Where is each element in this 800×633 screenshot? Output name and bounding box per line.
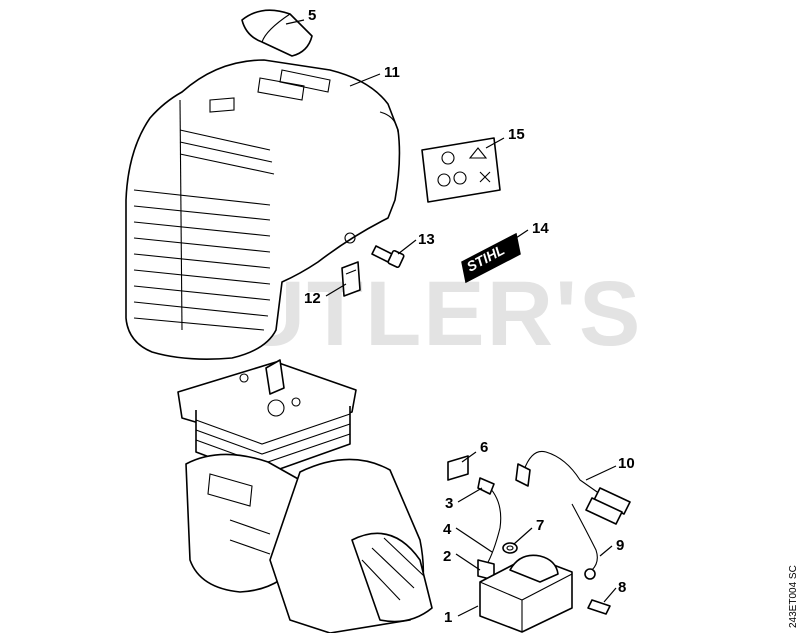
document-reference: 243ET004 SC: [788, 565, 799, 628]
callout-labels: 5 11 15 13 14 12 6 10 3 7 4 9 2 8 1: [304, 7, 635, 626]
callout-6: 6: [480, 439, 488, 456]
part-7-washer: [502, 542, 518, 554]
part-12-grommet: [341, 261, 361, 297]
part-15-warning-label: [421, 137, 501, 203]
callout-14: 14: [532, 220, 549, 237]
part-8-screw: [587, 599, 611, 615]
callout-11: 11: [384, 64, 400, 81]
callout-5: 5: [308, 7, 316, 24]
callout-10: 10: [618, 455, 635, 472]
callout-4: 4: [443, 521, 452, 538]
callout-13: 13: [418, 231, 435, 248]
part-13-screw: [371, 245, 405, 269]
part-11-shroud: [125, 59, 401, 360]
callout-7: 7: [536, 517, 544, 534]
part-10-short-circuit-wire: [515, 450, 631, 515]
callout-9: 9: [616, 537, 624, 554]
callout-8: 8: [618, 579, 626, 596]
callout-1: 1: [444, 609, 452, 626]
part-1-ignition-module: [479, 554, 573, 633]
callout-2: 2: [443, 548, 451, 565]
callout-3: 3: [445, 495, 453, 512]
part-5-cap: [241, 9, 313, 57]
callout-12: 12: [304, 290, 321, 307]
part-9-ground-wire: [571, 497, 623, 580]
part-3-ignition-lead: [477, 477, 502, 581]
leader-lines: [285, 19, 617, 617]
callout-15: 15: [508, 126, 525, 143]
engine-assembly: [177, 359, 433, 633]
